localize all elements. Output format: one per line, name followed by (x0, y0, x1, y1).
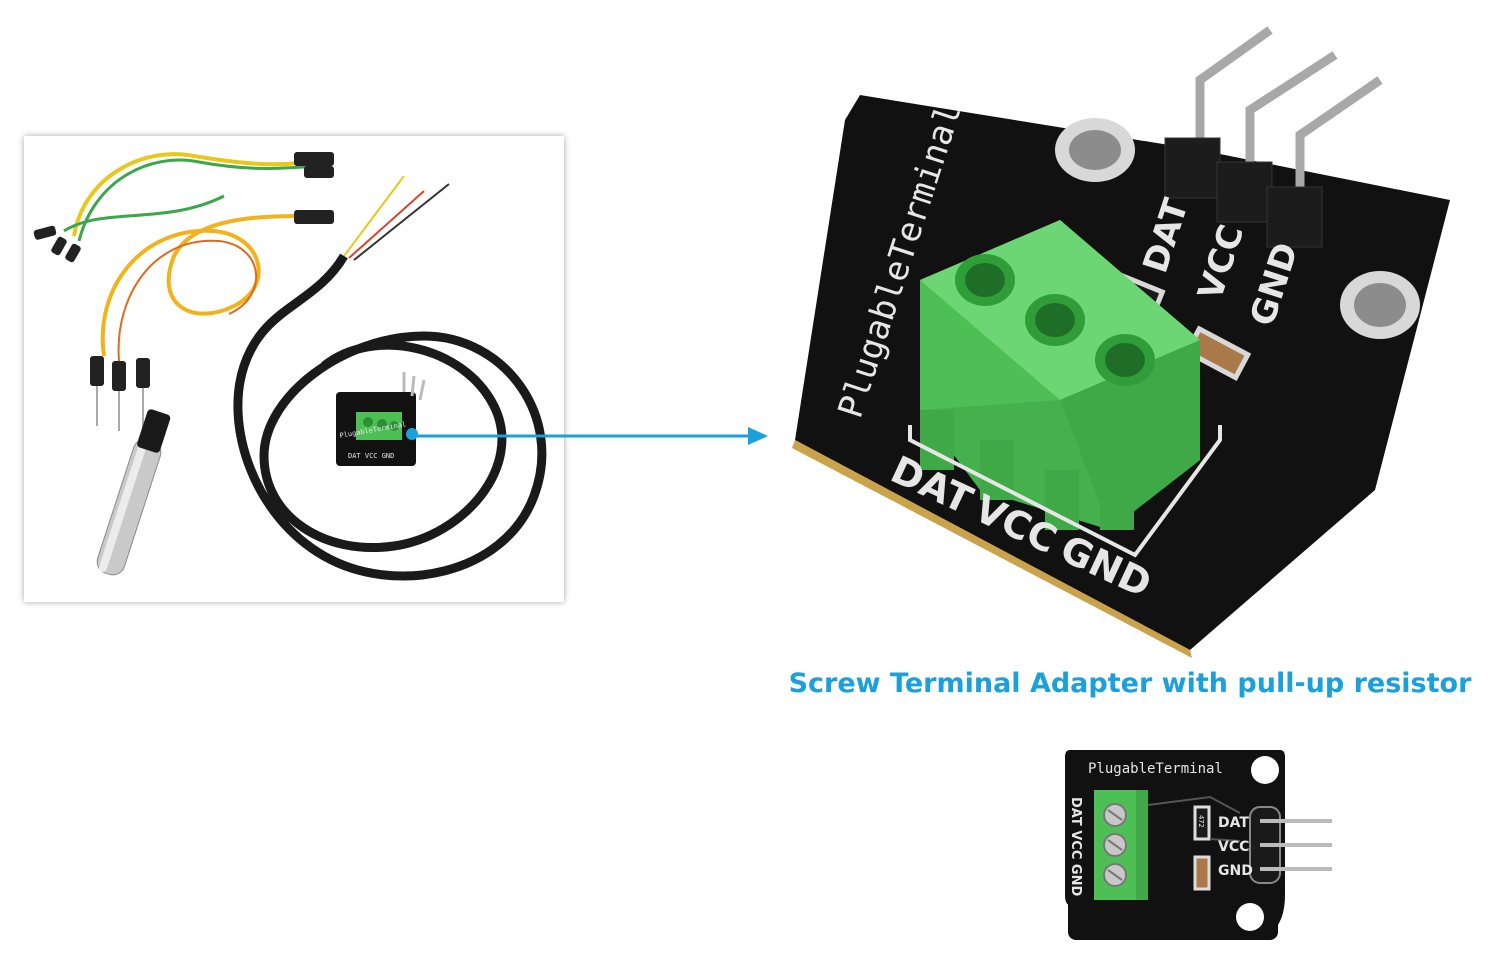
steel-probe (96, 409, 171, 576)
small-mounting-hole (1236, 903, 1264, 931)
small-mounting-hole (1251, 756, 1279, 784)
small-brand-label: PlugableTerminal (1088, 761, 1223, 777)
product-photo-frame: PlugableTerminal DAT VCC GND (24, 136, 564, 602)
small-resistor (1193, 805, 1211, 841)
thumbnail-board: PlugableTerminal DAT VCC GND (336, 372, 426, 466)
jumper-wire-orange (100, 214, 310, 357)
large-adapter-board: DAT VCC GND PlugableTerminal 472 DAT VCC… (792, 26, 1450, 658)
product-caption: Screw Terminal Adapter with pull-up resi… (788, 668, 1472, 699)
small-capacitor (1193, 855, 1211, 891)
small-pin-label-dat: DAT (1218, 815, 1249, 831)
small-terminal-labels: DAT VCC GND (1068, 797, 1083, 896)
small-adapter-board: PlugableTerminal DAT VCC GND 472 DAT VCC… (1065, 750, 1332, 940)
screw-terminal-block (920, 220, 1200, 530)
header-pins (1164, 26, 1383, 248)
small-screw-terminal (1094, 790, 1148, 900)
jumper-wire-green (77, 158, 320, 242)
sensor-kit-photo: PlugableTerminal DAT VCC GND (33, 152, 547, 581)
probe-lead-wires (343, 175, 405, 257)
pointer-arrow-head (748, 427, 768, 445)
thumbnail-labels: DAT VCC GND (348, 452, 394, 460)
sensor-cable (233, 253, 547, 581)
jumper-wire-yellow (72, 152, 315, 237)
jumper-connector (294, 152, 334, 166)
small-resistor-code: 472 (1197, 815, 1205, 828)
small-pin-label-gnd: GND (1218, 863, 1253, 879)
small-pin-label-vcc: VCC (1218, 839, 1249, 855)
